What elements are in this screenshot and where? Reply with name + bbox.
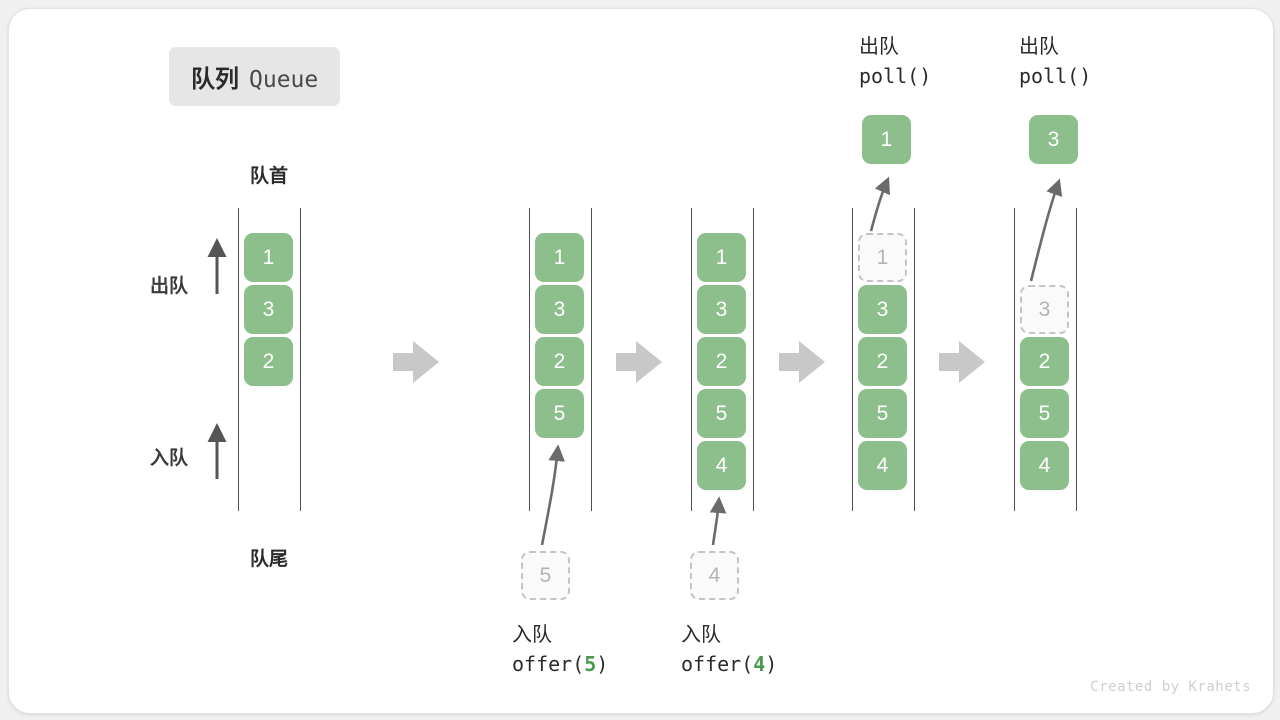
operation-caption-cn: 出队	[859, 36, 899, 58]
diagram-stage: 队列 Queue 队首 队尾 出队 入队 1 3 2 1 3 2 5 5 入队 …	[9, 9, 1273, 713]
operation-caption-code: offer(5)	[512, 650, 608, 679]
arrow-overlay	[207, 176, 1063, 546]
dequeue-label: 出队	[150, 276, 189, 297]
queue-rail-left-2	[691, 208, 692, 511]
enqueue-label: 入队	[150, 448, 189, 469]
watermark: Created by Krahets	[1090, 679, 1251, 695]
operation-caption-cn: 入队	[681, 624, 721, 646]
popped-cell: 1	[862, 115, 911, 164]
operation-caption-code: poll()	[1019, 64, 1092, 88]
queue-rail-right-1	[591, 208, 592, 511]
offer-5-arrow	[540, 444, 565, 546]
operation-caption-offer-5: 入队 offer(5)	[512, 621, 608, 679]
queue-cell: 3	[697, 285, 746, 334]
operation-caption-cn: 出队	[1019, 36, 1059, 58]
operation-caption-offer-4: 入队 offer(4)	[681, 621, 777, 679]
flow-arrow	[939, 341, 985, 383]
queue-cell: 5	[858, 389, 907, 438]
queue-cell: 4	[858, 441, 907, 490]
code-fn: offer(	[512, 652, 585, 676]
code-arg: 5	[584, 652, 597, 676]
offer-4-arrow	[709, 496, 727, 546]
popped-cell: 3	[1029, 115, 1078, 164]
queue-rail-left-3	[852, 208, 853, 511]
queue-cell: 3	[244, 285, 293, 334]
queue-cell: 1	[697, 233, 746, 282]
queue-rail-left-0	[238, 208, 239, 511]
queue-cell: 5	[697, 389, 746, 438]
incoming-ghost-cell: 4	[690, 551, 739, 600]
queue-rail-left-1	[529, 208, 530, 511]
queue-cell: 2	[1020, 337, 1069, 386]
diagram-card: 队列 Queue 队首 队尾 出队 入队 1 3 2 1 3 2 5 5 入队 …	[8, 8, 1274, 714]
queue-cell: 3	[858, 285, 907, 334]
queue-cell: 2	[535, 337, 584, 386]
outgoing-ghost-cell: 1	[858, 233, 907, 282]
flow-arrow	[393, 341, 439, 383]
queue-cell: 2	[244, 337, 293, 386]
operation-caption-code: poll()	[859, 64, 932, 88]
operation-caption-poll-3: 出队 poll()	[1019, 33, 1091, 91]
title-badge: 队列 Queue	[169, 47, 341, 106]
queue-cell: 3	[535, 285, 584, 334]
operation-caption-cn: 入队	[512, 624, 552, 646]
poll-3-arrow	[1029, 178, 1063, 282]
incoming-ghost-cell: 5	[521, 551, 570, 600]
flow-arrow	[616, 341, 662, 383]
queue-rail-right-3	[914, 208, 915, 511]
queue-rail-left-4	[1014, 208, 1015, 511]
code-close: )	[765, 652, 778, 676]
queue-cell: 5	[535, 389, 584, 438]
title-cn: 队列	[191, 66, 239, 93]
queue-rail-right-4	[1076, 208, 1077, 511]
operation-caption-code: offer(4)	[681, 650, 777, 679]
flow-arrow	[779, 341, 825, 383]
operation-caption-poll-1: 出队 poll()	[859, 33, 931, 91]
queue-rail-right-0	[300, 208, 301, 511]
code-arg: 4	[753, 652, 766, 676]
poll-1-arrow	[869, 176, 890, 232]
code-close: )	[596, 652, 609, 676]
outgoing-ghost-cell: 3	[1020, 285, 1069, 334]
queue-cell: 4	[1020, 441, 1069, 490]
queue-rail-right-2	[753, 208, 754, 511]
queue-cell: 5	[1020, 389, 1069, 438]
code-fn: offer(	[681, 652, 754, 676]
queue-cell: 1	[244, 233, 293, 282]
queue-cell: 2	[858, 337, 907, 386]
queue-cell: 2	[697, 337, 746, 386]
queue-tail-label: 队尾	[249, 549, 288, 570]
queue-cell: 4	[697, 441, 746, 490]
queue-cell: 1	[535, 233, 584, 282]
queue-head-label: 队首	[249, 166, 288, 187]
title-en: Queue	[249, 67, 319, 93]
